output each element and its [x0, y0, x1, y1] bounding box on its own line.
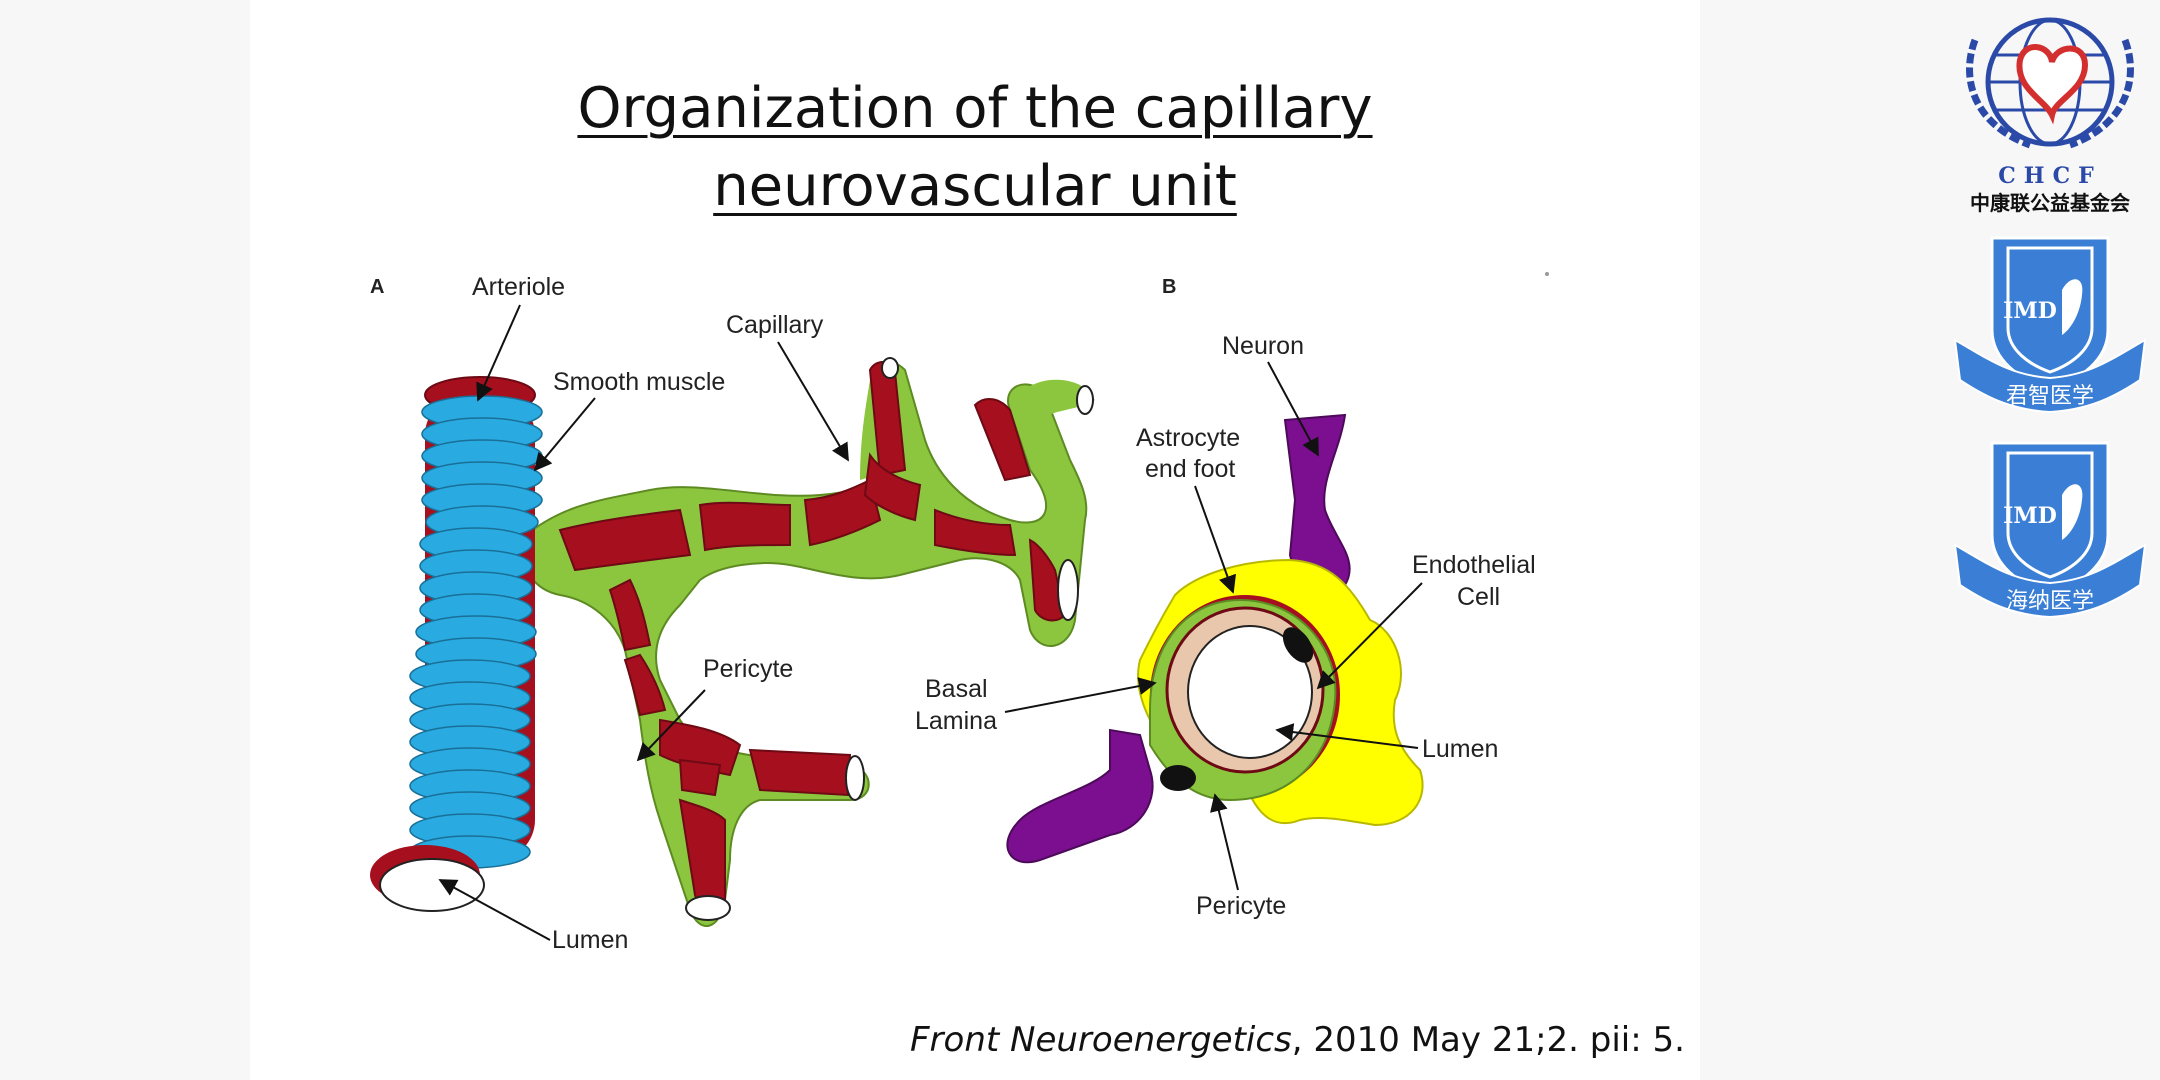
- panel-b-letter: B: [1162, 276, 1176, 298]
- pericyte-nucleus: [1160, 765, 1196, 791]
- citation-journal: Front Neuroenergetics: [910, 1020, 1292, 1060]
- label-lumen-b: Lumen: [1422, 735, 1498, 763]
- citation-details: , 2010 May 21;2. pii: 5.: [1291, 1020, 1685, 1060]
- stray-dot: [1545, 272, 1549, 276]
- panel-a: A: [370, 273, 1095, 954]
- label-pericyte-a: Pericyte: [703, 655, 793, 683]
- label-neuron: Neuron: [1222, 332, 1304, 360]
- label-endothelial-2: Cell: [1457, 583, 1500, 611]
- label-endothelial-1: Endothelial: [1412, 551, 1536, 579]
- panel-a-letter: A: [370, 276, 384, 298]
- label-basal-2: Lamina: [915, 707, 997, 735]
- title-line-1: Organization of the capillary: [577, 76, 1373, 141]
- endothelial-nucleus: [1282, 627, 1314, 663]
- laurel-right-icon: [2068, 38, 2134, 149]
- chcf-abbr: CHCF: [1998, 163, 2101, 189]
- ribbon-1: [1953, 338, 2147, 414]
- capillary-ends: [685, 357, 1094, 921]
- laurel-left-icon: [1966, 38, 2032, 149]
- citation: Front Neuroenergetics, 2010 May 21;2. pi…: [910, 1020, 1685, 1060]
- title-line-2: neurovascular unit: [713, 154, 1237, 219]
- label-pericyte-b: Pericyte: [1196, 892, 1286, 920]
- label-astrocyte-1: Astrocyte: [1136, 424, 1240, 452]
- arteriole: [370, 376, 543, 912]
- ribbon-2: [1953, 543, 2147, 619]
- heart-icon: [2016, 44, 2089, 125]
- label-arteriole: Arteriole: [472, 273, 565, 301]
- imd-1-name: 君智医学: [2006, 384, 2094, 409]
- neuron-process-bottom: [1006, 728, 1154, 864]
- label-lumen-a: Lumen: [552, 926, 628, 954]
- imd-2-name: 海纳医学: [2006, 589, 2094, 614]
- label-smooth-muscle: Smooth muscle: [553, 368, 725, 396]
- imd-2-abbr: IMD: [2003, 503, 2057, 529]
- label-astrocyte-2: end foot: [1145, 455, 1235, 483]
- imd-logo-1: IMD 君智医学: [1953, 236, 2147, 414]
- chcf-logo: CHCF 中康联公益基金会: [1966, 17, 2134, 215]
- bird-icon: [2062, 279, 2083, 335]
- label-basal-1: Basal: [925, 675, 988, 703]
- chcf-name: 中康联公益基金会: [1970, 191, 2130, 215]
- imd-logo-2: IMD 海纳医学: [1953, 441, 2147, 619]
- label-capillary: Capillary: [726, 311, 824, 339]
- bird-icon-2: [2062, 484, 2083, 540]
- capillary-segments: [558, 361, 1067, 910]
- panel-b: B Neuron Astrocyte end foot Endothelial …: [915, 272, 1549, 920]
- imd-1-abbr: IMD: [2003, 298, 2057, 324]
- slide-title: Organization of the capillary neurovascu…: [250, 70, 1700, 226]
